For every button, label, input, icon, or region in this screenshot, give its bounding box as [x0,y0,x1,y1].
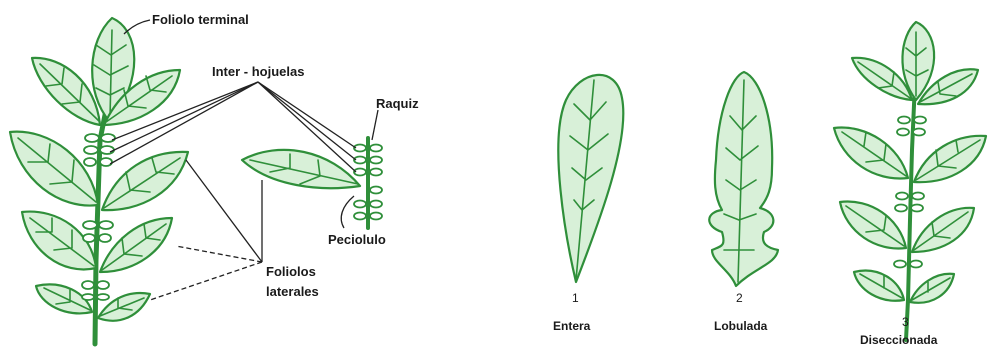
lateral-leaflet [32,58,100,125]
leaf-type-dissected [834,22,986,340]
leaf-type-name: Diseccionada [860,333,938,347]
label-inter-leaflets: Inter - hojuelas [212,64,304,79]
leaf-type-entire [558,75,623,282]
compound-leaf-anatomy [10,18,188,344]
leaf-type-lobed [709,72,778,286]
leaf-type-number: 3 [902,315,909,329]
leaf-type-number: 1 [572,291,579,305]
label-rachis: Raquiz [376,96,419,111]
leaf-type-name: Lobulada [714,319,768,333]
label-petiolule: Peciolulo [328,232,386,247]
leaf-type-number: 2 [736,291,743,305]
label-terminal-leaflet: Foliolo terminal [152,12,249,27]
label-lateral-leaflets-line2: laterales [266,284,319,299]
label-lateral-leaflets-line1: Foliolos [266,264,316,279]
leaflet-detail [242,138,382,228]
lateral-leaflet [10,132,98,206]
leaf-type-name: Entera [553,319,591,333]
